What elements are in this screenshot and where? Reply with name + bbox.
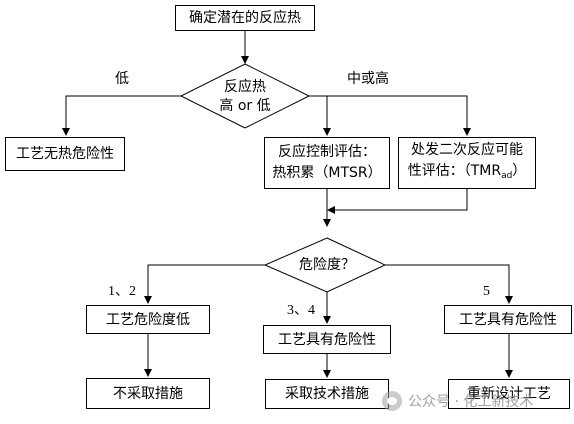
decision1-line2: 高 or 低 <box>219 98 271 114</box>
watermark-text: 公众号 · 化工新技术 <box>408 394 534 410</box>
watermark: 公众号 · 化工新技术 <box>382 388 568 414</box>
node-start-label: 确定潜在的反应热 <box>189 10 301 26</box>
node-tmr-subscript: ad <box>501 170 513 181</box>
node-action-high-label: 重新设计工艺 <box>467 386 551 402</box>
edge-label-class-5: 5 <box>483 284 490 299</box>
node-no-hazard: 工艺无热危险性 <box>5 137 125 171</box>
node-high-hazard-label: 工艺具有危险性 <box>459 311 557 328</box>
edge-mid-high <box>309 95 471 136</box>
node-low-hazard: 工艺危险度低 <box>86 305 210 334</box>
node-mid-hazard-label: 工艺具有危险性 <box>278 331 376 348</box>
node-high-hazard: 工艺具有危险性 <box>444 305 572 334</box>
edge-label-mid-high: 中或高 <box>347 71 389 87</box>
decision1-label: 反应热 高 or 低 <box>205 78 285 116</box>
decision2-label: 危险度？ <box>285 256 369 275</box>
node-action-low-label: 不采取措施 <box>113 385 183 402</box>
node-mtsr-line1: 反应控制评估： <box>278 144 376 160</box>
node-no-hazard-label: 工艺无热危险性 <box>16 146 114 162</box>
node-tmr-line2-text: 性评估：（TMR <box>407 162 502 179</box>
node-mtsr-line2: 热积累（MTSR） <box>272 165 382 181</box>
decision1-diamond <box>179 63 311 129</box>
node-action-mid: 采取技术措施 <box>265 379 389 409</box>
decision1-line1: 反应热 <box>224 79 266 95</box>
decision2-text: 危险度？ <box>299 257 355 273</box>
node-action-mid-label: 采取技术措施 <box>285 386 369 402</box>
edge-class-1-2 <box>144 264 265 304</box>
node-tmr: 处发二次反应可能 性评估：（TMRad） <box>398 137 536 189</box>
edge-label-class-3-4: 3、4 <box>287 303 315 318</box>
edge-tmr-merge <box>327 189 468 214</box>
edge-label-class-1-2: 1、2 <box>108 284 136 299</box>
edge-label-low: 低 <box>115 71 129 87</box>
edge-class-5 <box>385 264 513 304</box>
node-mid-hazard: 工艺具有危险性 <box>263 325 391 354</box>
edge-low <box>62 95 181 136</box>
node-start: 确定潜在的反应热 <box>175 5 315 31</box>
node-tmr-line1: 处发二次反应可能 <box>411 141 523 158</box>
node-action-high: 重新设计工艺 <box>448 379 570 409</box>
wechat-icon <box>382 391 402 411</box>
node-tmr-close: ） <box>512 162 527 179</box>
node-mtsr: 反应控制评估： 热积累（MTSR） <box>264 137 390 189</box>
node-tmr-line2: 性评估：（TMRad） <box>408 161 527 187</box>
node-action-low: 不采取措施 <box>86 378 210 409</box>
node-low-hazard-label: 工艺危险度低 <box>106 311 190 328</box>
